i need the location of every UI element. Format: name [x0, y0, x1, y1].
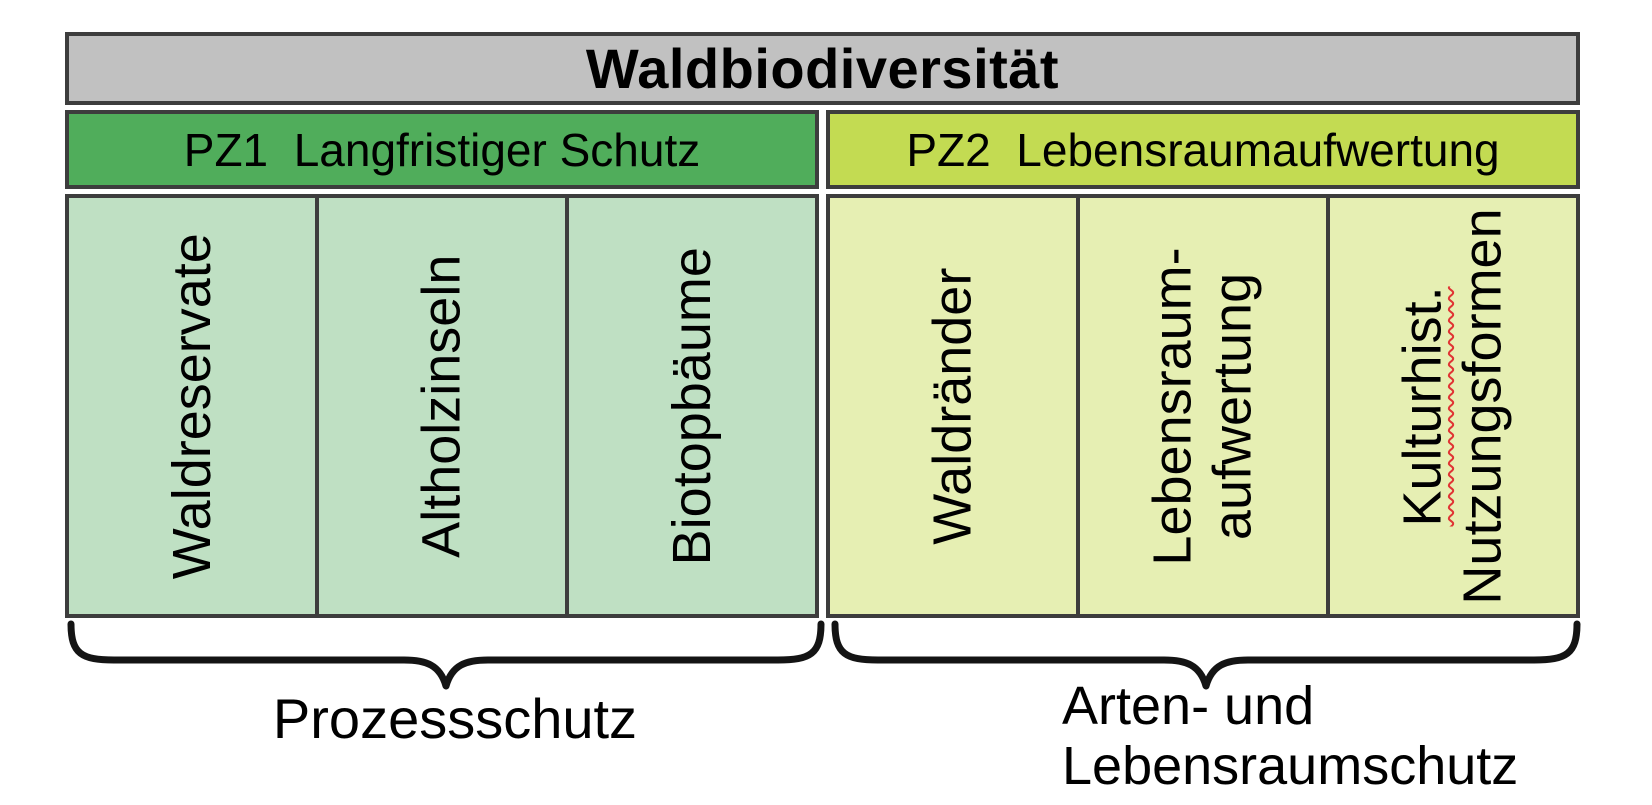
cell-kulturhistorische-nutzungsformen: Kulturhist. Nutzungsformen: [1326, 198, 1576, 614]
vertical-text-wrap: Biotopbäume: [569, 198, 815, 614]
cell-label-text: Waldreservate: [161, 232, 222, 580]
table: Waldbiodiversität PZ1 Langfristiger Schu…: [65, 32, 1580, 618]
cell-label: Waldränder: [923, 267, 983, 544]
cell-label: Kulturhist. Nutzungsformen: [1393, 208, 1514, 604]
pz2-group: Waldränder Lebensraum- aufwertung Kultur…: [826, 194, 1580, 618]
vertical-text-wrap: Lebensraum- aufwertung: [1080, 198, 1326, 614]
cell-label-line1: Lebensraum-: [1142, 246, 1203, 566]
brace-label-arten-und-lebensraumschutz: Arten- und Lebensraumschutz: [1062, 676, 1519, 796]
cell-biotopbaeume: Biotopbäume: [565, 198, 815, 614]
cell-label: Waldreservate: [162, 233, 222, 579]
cell-label: Biotopbäume: [662, 247, 722, 565]
pz-header-row: PZ1 Langfristiger Schutz PZ2 Lebensrauma…: [65, 110, 1580, 189]
brace-label-prozessschutz: Prozessschutz: [272, 687, 638, 750]
cell-label-text: Biotopbäume: [661, 246, 722, 566]
vertical-text-wrap: Waldränder: [830, 198, 1076, 614]
pz2-header: PZ2 Lebensraumaufwertung: [826, 110, 1580, 189]
vertical-text-wrap: Altholzinseln: [319, 198, 565, 614]
cell-label-line2: aufwertung: [1203, 272, 1263, 540]
cell-altholzinseln: Altholzinseln: [315, 198, 565, 614]
left-underbrace-icon: [67, 620, 825, 690]
cell-label-line2: Nutzungsformen: [1453, 207, 1514, 605]
vertical-text-wrap: Kulturhist. Nutzungsformen: [1330, 198, 1576, 614]
vertical-text-wrap: Waldreservate: [69, 198, 315, 614]
cell-label-text: Waldränder: [922, 267, 983, 545]
cell-label: Altholzinseln: [412, 254, 472, 557]
cell-waldreservate: Waldreservate: [69, 198, 315, 614]
cell-waldraender: Waldränder: [830, 198, 1076, 614]
cell-label: Lebensraum- aufwertung: [1143, 247, 1264, 565]
right-underbrace-icon: [831, 620, 1581, 690]
cell-lebensraumaufwertung: Lebensraum- aufwertung: [1076, 198, 1326, 614]
pz1-header: PZ1 Langfristiger Schutz: [65, 110, 819, 189]
page-title: Waldbiodiversität: [65, 32, 1580, 105]
measures-row: Waldreservate Altholzinseln Biotopbäume …: [65, 194, 1580, 618]
pz1-group: Waldreservate Altholzinseln Biotopbäume: [65, 194, 819, 618]
cell-label-line1-misspelled: Kulturhist.: [1392, 285, 1453, 527]
cell-label-text: Altholzinseln: [411, 254, 472, 558]
